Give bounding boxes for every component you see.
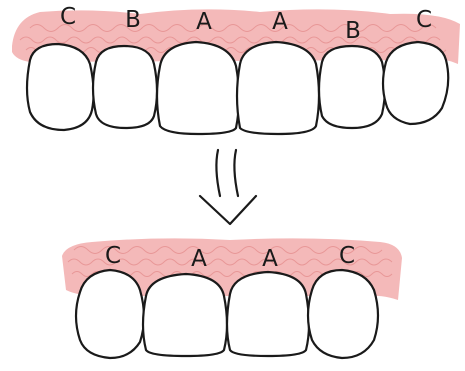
before-tooth-c-right — [383, 42, 448, 124]
arrow-shaft-left — [216, 150, 220, 196]
before-tooth-c-left — [27, 44, 94, 130]
after-label-2: A — [191, 246, 207, 272]
before-label-3: A — [196, 9, 212, 35]
before-tooth-b-left — [93, 46, 157, 128]
before-tooth-b-right — [319, 46, 385, 128]
after-tooth-c-right — [308, 270, 378, 358]
before-label-2: B — [125, 7, 141, 33]
before-label-6: C — [416, 7, 432, 33]
before-tooth-a-right — [237, 42, 319, 134]
transition-arrow — [200, 150, 256, 224]
after-tooth-c-left — [76, 270, 144, 358]
after-row: C A A C — [62, 238, 402, 358]
after-label-3: A — [262, 246, 278, 272]
arrow-head — [200, 196, 256, 224]
arrow-shaft-right — [234, 150, 238, 196]
after-label-4: C — [339, 243, 355, 269]
before-row: C B A A B C — [12, 4, 460, 134]
before-label-1: C — [60, 4, 76, 30]
after-tooth-a-left — [143, 274, 227, 356]
after-tooth-a-right — [227, 272, 309, 356]
before-tooth-a-left — [157, 42, 239, 134]
before-label-5: B — [345, 18, 361, 44]
after-label-1: C — [105, 243, 121, 269]
before-label-4: A — [272, 9, 288, 35]
